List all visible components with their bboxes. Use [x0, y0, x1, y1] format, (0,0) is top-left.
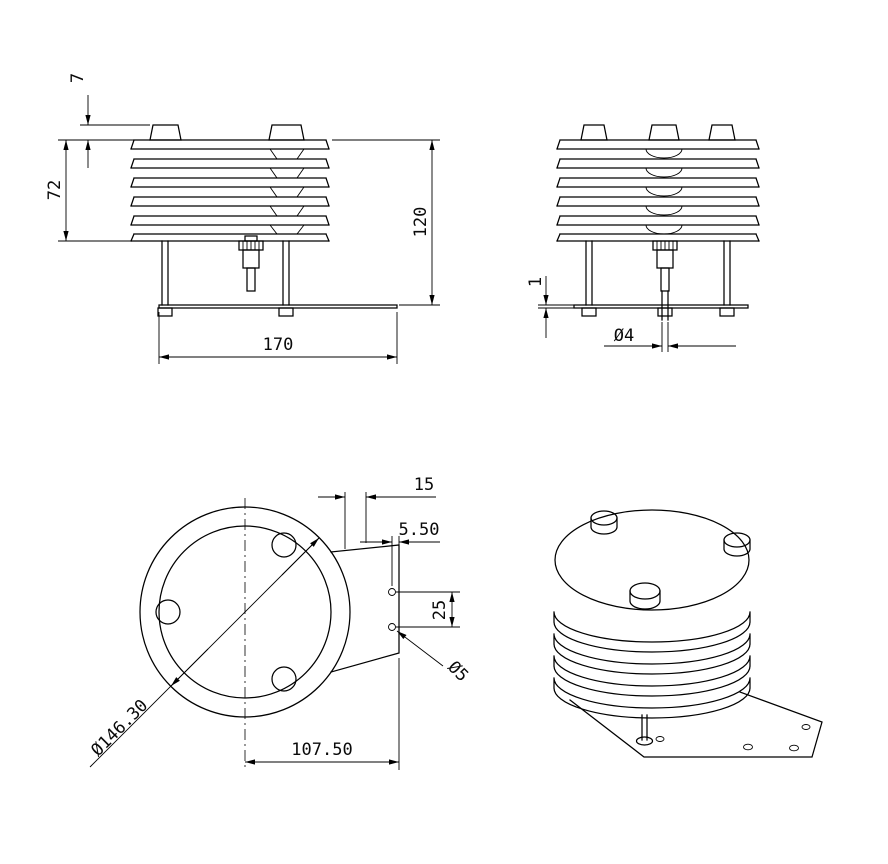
side-view: 1 Ø4 — [526, 124, 760, 352]
front-view-sensor — [238, 235, 264, 292]
dim-bolt-diameter-label: Ø4 — [614, 326, 634, 346]
dim-mount-hole-diameter-label: Ø5 — [443, 657, 472, 686]
dim-plate-thickness-label: 1 — [526, 277, 546, 287]
dim-overall-height-label: 120 — [411, 207, 431, 238]
iso-top-plate — [554, 509, 750, 611]
iso-mounting-bolt — [635, 714, 654, 746]
isometric-view — [553, 509, 823, 758]
front-view-louvers — [130, 139, 330, 242]
bottom-view-bracket — [330, 544, 400, 673]
iso-louvers — [553, 611, 751, 719]
dim-bracket-length-label: 107.50 — [291, 740, 352, 760]
dim-slot-width-label: 15 — [414, 475, 434, 495]
side-view-louvers — [556, 139, 760, 242]
iso-top-caps — [590, 510, 751, 610]
dim-shield-diameter-label: Ø146.30 — [87, 696, 152, 761]
front-view-caps — [149, 124, 305, 141]
dim-cap-height-label: 7 — [68, 73, 88, 83]
side-view-base-plate — [573, 304, 749, 309]
bottom-view-diameter-dimension — [89, 537, 320, 768]
front-view: 7 72 120 170 — [45, 73, 440, 364]
bottom-view-dimensions — [245, 492, 460, 770]
dim-hole-spacing-label: 25 — [430, 600, 450, 620]
dim-louver-stack-height-label: 72 — [45, 180, 65, 200]
dim-base-width-label: 170 — [263, 335, 294, 355]
dim-hole-edge-offset-label: 5.50 — [399, 520, 440, 540]
front-view-base-plate — [158, 304, 398, 309]
side-view-caps — [580, 124, 736, 141]
bottom-view: Ø146.30 15 5.50 25 Ø5 107.50 — [87, 475, 472, 770]
side-view-inner-column — [645, 148, 683, 235]
iso-base-plate — [569, 691, 823, 758]
side-view-dimensions — [538, 276, 736, 352]
front-view-dimensions — [58, 95, 440, 364]
front-view-inner-column — [269, 148, 305, 235]
